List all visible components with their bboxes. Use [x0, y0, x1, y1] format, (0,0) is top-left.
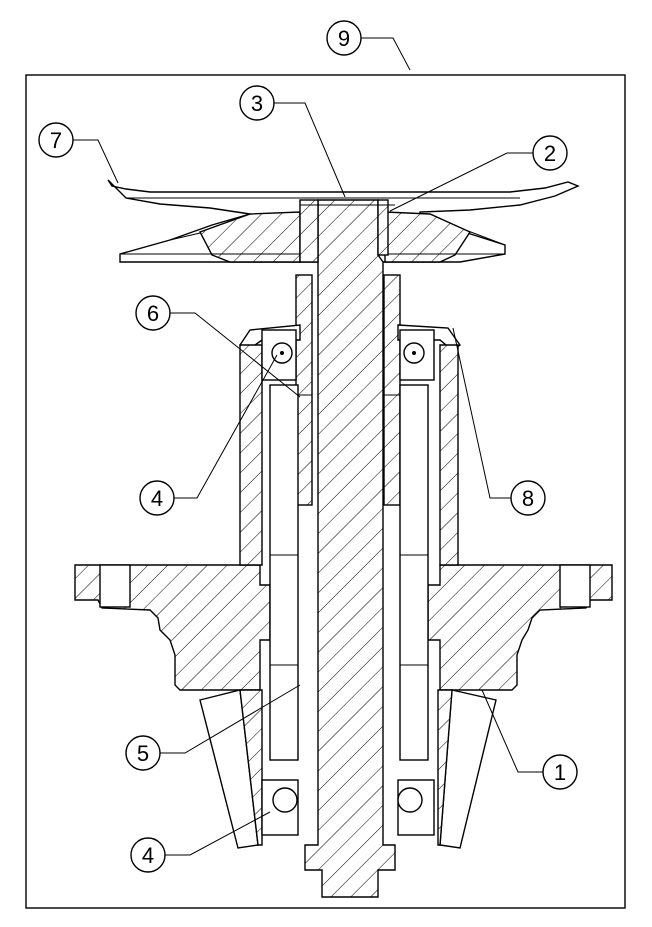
callout-number: 7	[50, 128, 62, 153]
callout-number: 1	[554, 760, 566, 785]
callout-number: 6	[147, 301, 159, 326]
upper-bearings	[261, 329, 435, 381]
callout-number: 8	[522, 486, 534, 511]
callout-5: 5	[125, 735, 161, 771]
callout-3: 3	[239, 85, 275, 121]
spindle-shaft	[299, 199, 396, 898]
callout-1: 1	[542, 754, 578, 790]
callout-7: 7	[38, 122, 74, 158]
callout-number: 5	[137, 741, 149, 766]
callout-number: 2	[544, 141, 556, 166]
callout-4-lower: 4	[130, 837, 166, 873]
spindle-housing	[74, 564, 613, 691]
assembly-frame	[25, 74, 626, 909]
callout-9: 9	[326, 20, 362, 56]
callout-6: 6	[135, 295, 171, 331]
leader-lines	[73, 37, 543, 856]
callout-number: 3	[251, 91, 263, 116]
callout-number: 9	[338, 26, 350, 51]
callout-8: 8	[510, 480, 546, 516]
bearing-spacer	[269, 384, 429, 761]
callout-number: 4	[151, 486, 163, 511]
housing-cone	[199, 689, 497, 849]
lower-bearings	[261, 779, 435, 836]
callout-number: 4	[142, 843, 154, 868]
callout-4-upper: 4	[139, 480, 175, 516]
callout-2: 2	[532, 135, 568, 171]
